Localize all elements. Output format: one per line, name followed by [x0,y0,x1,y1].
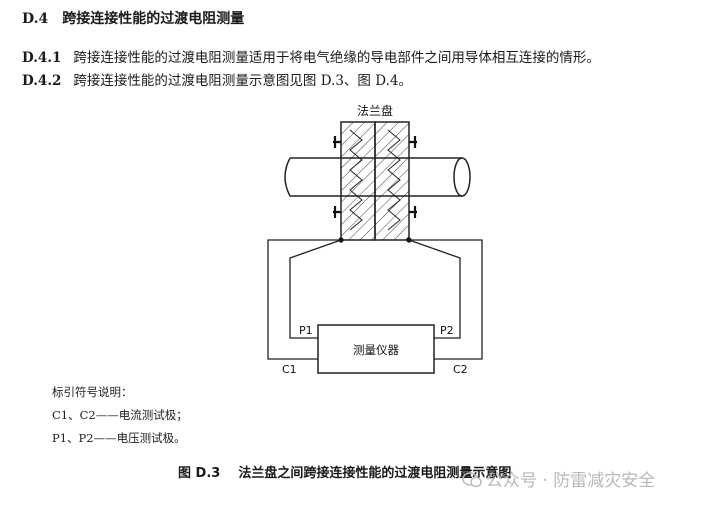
pipe [284,157,471,197]
voltage-lead-p1 [289,239,342,339]
p1-label: P1 [299,324,313,337]
watermark: 公众号 · 防雷减灾安全 [462,466,655,491]
paragraph-text: 跨接连接性能的过渡电阻测量示意图见图 D.3、图 D.4。 [73,73,412,89]
c1-label: C1 [282,363,297,376]
watermark-text: 公众号 · 防雷减灾安全 [486,471,656,491]
section-number: D.4 [22,11,49,27]
voltage-lead-p2 [408,239,461,339]
figure-number: 图 D.3 [178,466,221,481]
instrument-label: 测量仪器 [353,343,399,357]
figure-caption: 图 D.3 法兰盘之间跨接连接性能的过渡电阻测量示意图 [178,462,511,481]
paragraph-number: D.4.2 [22,73,62,89]
wechat-icon [462,472,482,488]
paragraph-d41: D.4.1 跨接连接性能的过渡电阻测量适用于将电气绝缘的导电部件之间用导体相互连接… [22,46,600,66]
p2-label: P2 [440,324,454,337]
legend-item-voltage: P1、P2——电压测试极。 [52,431,186,445]
current-lead-c2 [409,239,483,360]
measuring-instrument [317,324,435,374]
section-heading: D.4 跨接连接性能的过渡电阻测量 [22,8,244,28]
legend-item-current: C1、C2——电流测试极； [52,408,188,422]
legend-title: 标引符号说明： [52,385,133,399]
paragraph-text: 跨接连接性能的过渡电阻测量适用于将电气绝缘的导电部件之间用导体相互连接的情形。 [73,50,600,66]
flange-label: 法兰盘 [357,103,393,118]
section-title: 跨接连接性能的过渡电阻测量 [62,11,245,27]
figure-title: 法兰盘之间跨接连接性能的过渡电阻测量示意图 [238,466,512,481]
paragraph-d42: D.4.2 跨接连接性能的过渡电阻测量示意图见图 D.3、图 D.4。 [22,69,412,89]
c2-label: C2 [453,363,468,376]
paragraph-number: D.4.1 [22,50,62,66]
flange-assembly [333,121,417,241]
current-lead-c1 [267,239,341,360]
